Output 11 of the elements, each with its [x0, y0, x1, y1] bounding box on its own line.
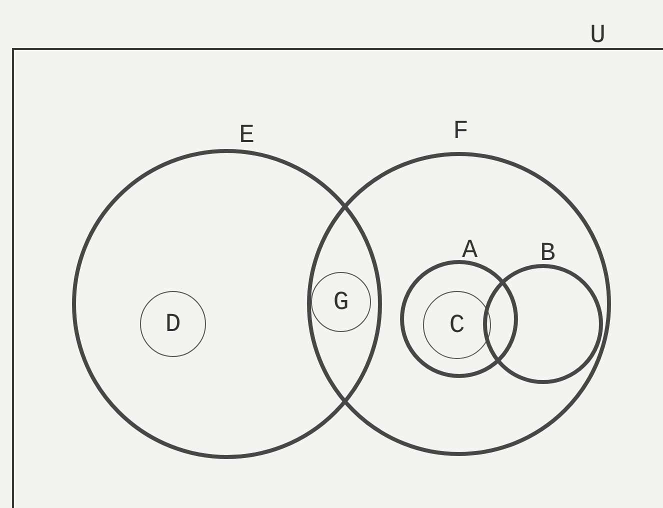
- set-label: C: [449, 310, 465, 340]
- set-label: D: [165, 309, 181, 339]
- set-label: U: [590, 20, 606, 50]
- set-circle: [423, 291, 491, 359]
- set-circle: [140, 291, 206, 357]
- set-label: A: [462, 235, 478, 265]
- set-label: F: [453, 116, 469, 146]
- set-label: G: [333, 287, 349, 317]
- set-circle: [311, 272, 371, 332]
- set-label: E: [239, 120, 255, 150]
- set-label: B: [540, 238, 556, 268]
